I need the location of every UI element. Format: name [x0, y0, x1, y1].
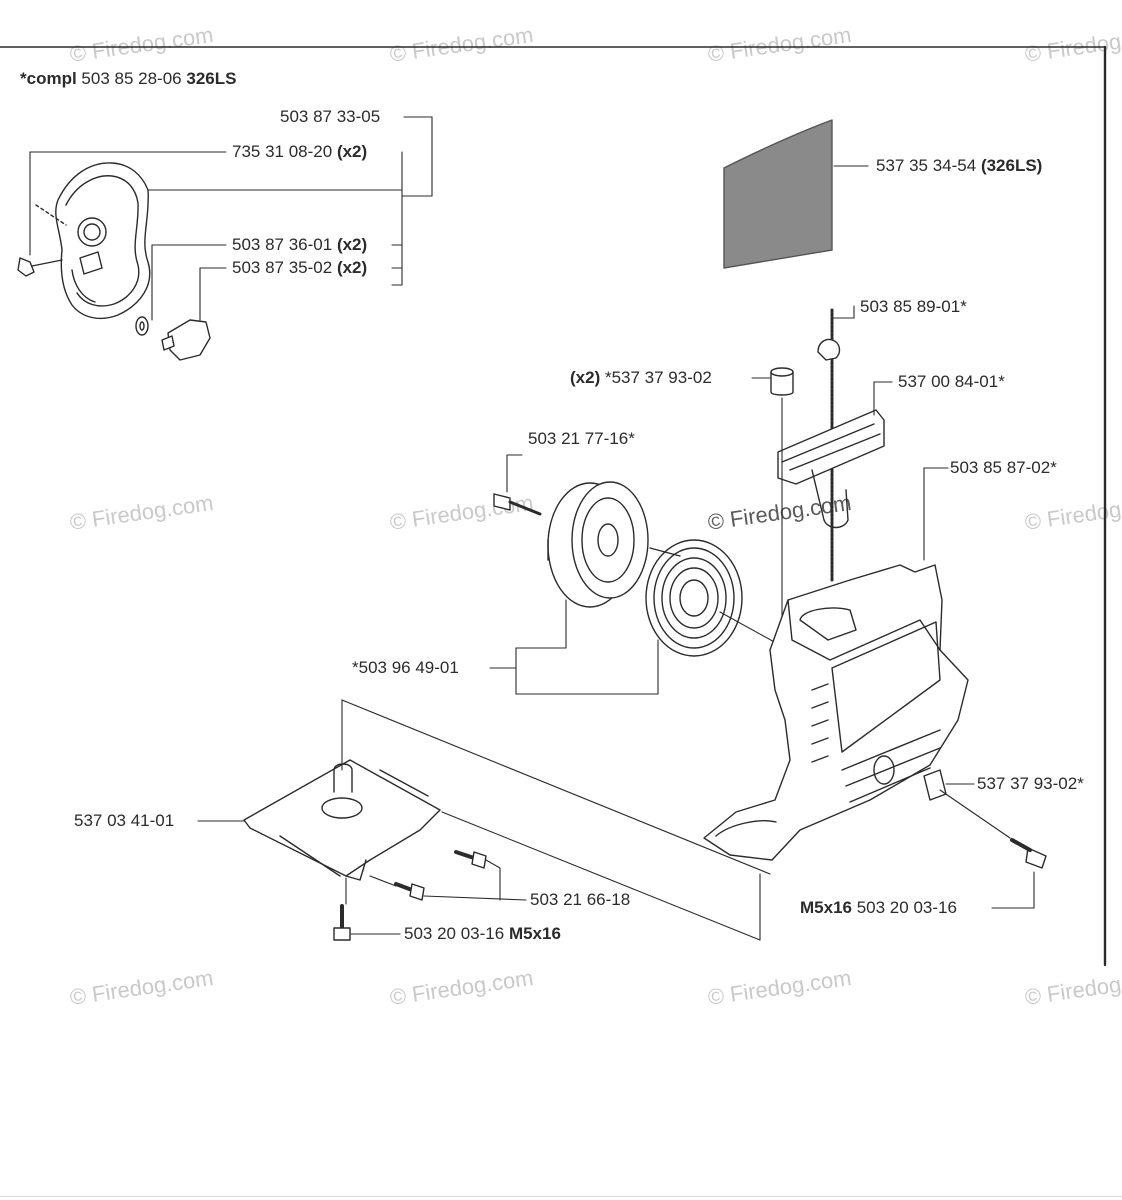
callout-537-03-41-01: 537 03 41-01 [74, 811, 175, 830]
starter-pulley [547, 481, 649, 608]
leaders-spring-kit [489, 599, 659, 695]
callout-503-87-36-01: 503 87 36-01 (x2) [232, 235, 367, 255]
model-tag: (326LS) [980, 156, 1043, 175]
air-filter-cover [55, 162, 151, 320]
callout-503-96-49-01: *503 96 49-01 [352, 658, 459, 677]
pulley-screw [493, 454, 542, 516]
quantity: (x2) [336, 142, 368, 161]
plate-screw-a [454, 850, 501, 901]
plate-screw-c [333, 877, 401, 941]
callout-503-85-87-02: 503 85 87-02* [950, 458, 1057, 477]
callout-735-31-08-20: 735 31 08-20 (x2) [232, 142, 367, 162]
callout-503-21-77-16: 503 21 77-16* [528, 429, 635, 448]
callout-537-35-34-54: 537 35 34-54 (326LS) [876, 156, 1042, 176]
part-number: 503 87 36-01 [232, 235, 333, 254]
assembly-prefix: *compl [20, 69, 77, 88]
assembly-model: 326LS [186, 69, 237, 88]
filter-pad [723, 119, 869, 269]
callout-537-37-93-02-right: 537 37 93-02* [977, 774, 1084, 793]
housing-guide-lines [341, 699, 771, 941]
callout-537-00-84-01: 537 00 84-01* [898, 372, 1005, 391]
part-number: 503 20 03-16 [404, 924, 505, 943]
quantity: (x2) [336, 235, 368, 254]
part-number: 537 35 34-54 [876, 156, 977, 175]
assembly-part-number: 503 85 28-06 [81, 69, 182, 88]
screw-right [939, 789, 1047, 909]
callout-503-85-89-01: 503 85 89-01* [860, 297, 967, 316]
cover-screw [17, 204, 67, 277]
bushing-right [923, 769, 975, 801]
screw-size: M5x16 [508, 924, 561, 943]
assembly-header: *compl 503 85 28-06 326LS [20, 69, 236, 89]
leader-housing [923, 467, 949, 561]
starter-housing [703, 564, 969, 861]
callout-503-20-03-16-right: M5x16 503 20 03-16 [800, 898, 957, 918]
part-number: 503 20 03-16 [856, 898, 957, 917]
part-number: *537 37 93-02 [604, 368, 712, 387]
washer [135, 316, 149, 336]
starter-handle [777, 381, 893, 529]
part-number: 503 87 35-02 [232, 258, 333, 277]
quantity: (x2) [336, 258, 368, 277]
callout-503-87-35-02: 503 87 35-02 (x2) [232, 258, 367, 278]
callout-537-37-93-02-top: (x2) *537 37 93-02 [570, 368, 712, 388]
bracket-plate [197, 759, 441, 881]
callout-503-87-33-05: 503 87 33-05 [280, 107, 381, 126]
cover-knob [161, 319, 211, 361]
screw-size: M5x16 [800, 898, 852, 917]
bushing-top [751, 367, 794, 621]
callout-503-21-66-18: 503 21 66-18 [530, 890, 631, 909]
leaders-top-left [29, 116, 433, 321]
quantity: (x2) [570, 368, 601, 387]
part-number: 735 31 08-20 [232, 142, 333, 161]
recoil-spring [645, 539, 779, 657]
page-bottom-rule [0, 1196, 1122, 1197]
callout-503-20-03-16-left: 503 20 03-16 M5x16 [404, 924, 561, 944]
plate-screw-b [369, 875, 527, 901]
